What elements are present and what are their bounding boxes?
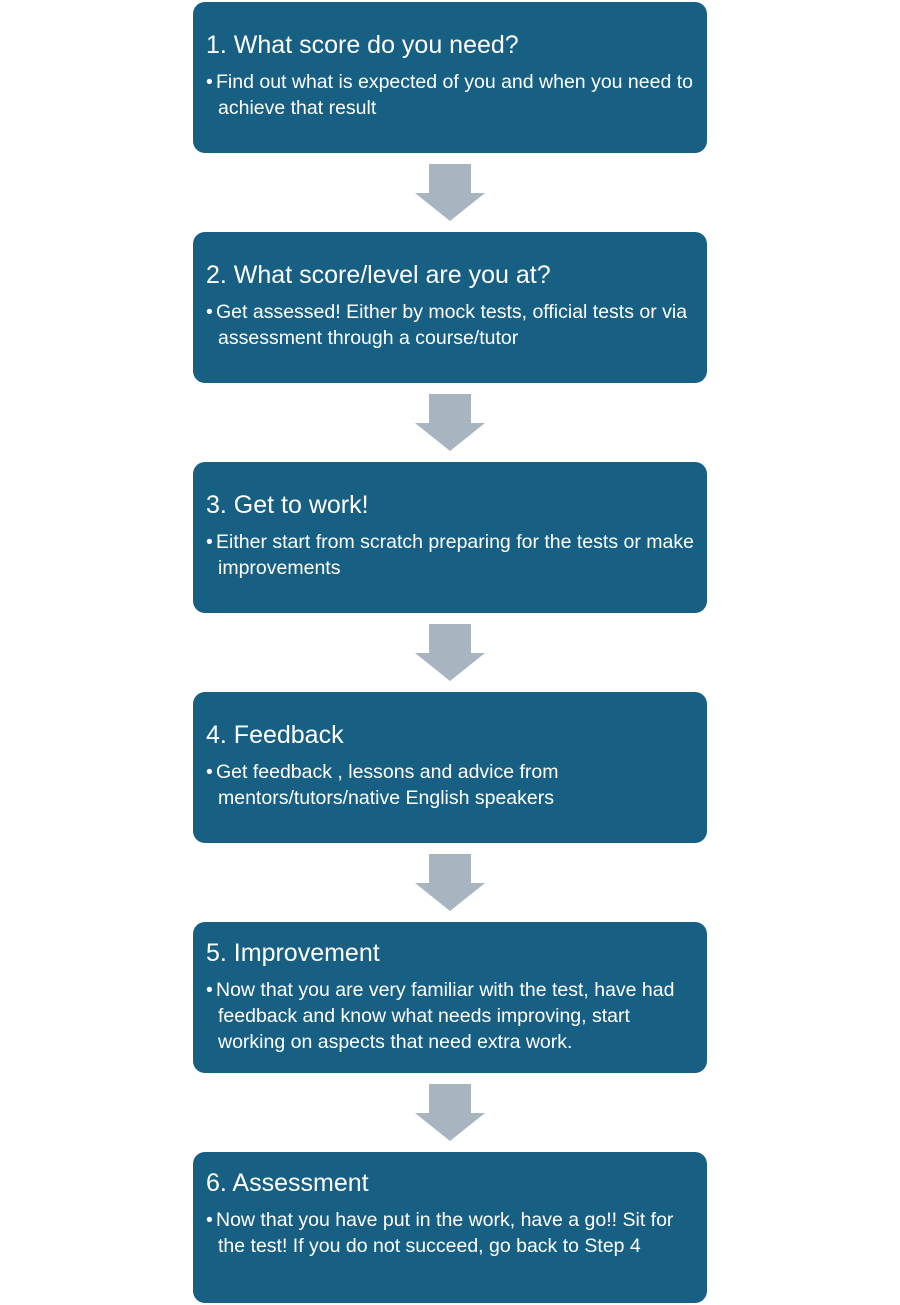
step-4-box: 4. Feedback • Get feedback , lessons and…: [193, 692, 707, 843]
step-3-box: 3. Get to work! • Either start from scra…: [193, 462, 707, 613]
step-3-description: Either start from scratch preparing for …: [216, 531, 694, 579]
step-6-box: 6. Assessment • Now that you have put in…: [193, 1152, 707, 1303]
step-1-description: Find out what is expected of you and whe…: [216, 71, 693, 119]
down-arrow-shape: [415, 1084, 485, 1141]
down-arrow-icon: [415, 164, 485, 221]
step-6-description: Now that you have put in the work, have …: [216, 1209, 674, 1257]
step-5-box: 5. Improvement • Now that you are very f…: [193, 922, 707, 1073]
bullet-icon: •: [206, 71, 213, 93]
step-1-title: 1. What score do you need?: [206, 31, 519, 59]
bullet-icon: •: [206, 761, 213, 783]
step-2-box: 2. What score/level are you at? • Get as…: [193, 232, 707, 383]
down-arrow-icon: [415, 854, 485, 911]
down-arrow-shape: [415, 854, 485, 911]
step-1-box: 1. What score do you need? • Find out wh…: [193, 2, 707, 153]
bullet-icon: •: [206, 531, 213, 553]
step-3-bullet: • Either start from scratch preparing fo…: [206, 529, 695, 581]
step-4-bullet: • Get feedback , lessons and advice from…: [206, 759, 695, 811]
bullet-icon: •: [206, 301, 213, 323]
step-5-title: 5. Improvement: [206, 939, 380, 967]
down-arrow-icon: [415, 394, 485, 451]
step-2-description: Get assessed! Either by mock tests, offi…: [216, 301, 688, 349]
step-5-description: Now that you are very familiar with the …: [216, 979, 675, 1053]
step-4-description: Get feedback , lessons and advice from m…: [216, 761, 559, 809]
step-3-title: 3. Get to work!: [206, 491, 369, 519]
bullet-icon: •: [206, 979, 213, 1001]
step-5-bullet: • Now that you are very familiar with th…: [206, 977, 695, 1055]
step-6-title: 6. Assessment: [206, 1169, 369, 1197]
step-2-title: 2. What score/level are you at?: [206, 261, 551, 289]
step-2-bullet: • Get assessed! Either by mock tests, of…: [206, 299, 695, 351]
step-6-bullet: • Now that you have put in the work, hav…: [206, 1207, 695, 1259]
step-1-bullet: • Find out what is expected of you and w…: [206, 69, 695, 121]
down-arrow-shape: [415, 394, 485, 451]
down-arrow-icon: [415, 1084, 485, 1141]
down-arrow-icon: [415, 624, 485, 681]
down-arrow-shape: [415, 624, 485, 681]
step-4-title: 4. Feedback: [206, 721, 344, 749]
bullet-icon: •: [206, 1209, 213, 1231]
down-arrow-shape: [415, 164, 485, 221]
